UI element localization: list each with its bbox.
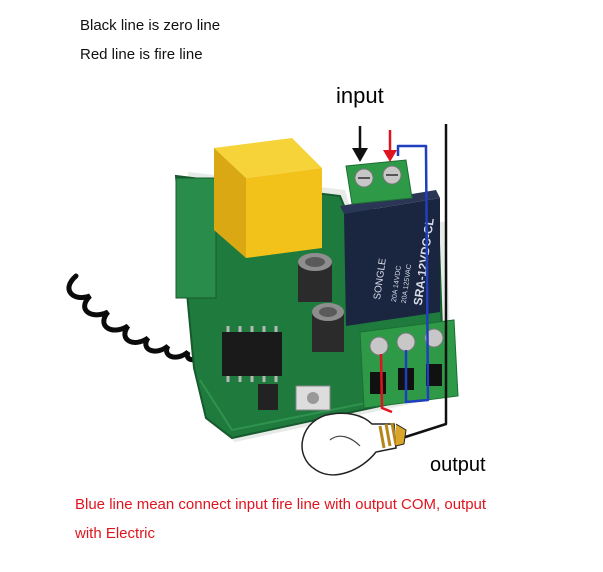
relay: SONGLE SRA-12VDC-CL 20A 14VDC 20A 125VAC [340, 190, 440, 326]
fire-line-arrow [383, 150, 397, 162]
button-knob [307, 392, 319, 404]
electrolytic-capacitor-1 [298, 253, 332, 302]
wires [352, 124, 448, 442]
input-terminal-block [345, 159, 413, 205]
light-bulb-icon [301, 412, 407, 476]
ic-chip [222, 332, 282, 376]
fire-line-output [379, 353, 393, 414]
output-terminal-block [359, 319, 459, 409]
transistor [258, 384, 278, 410]
note-red-line: Red line is fire line [80, 46, 203, 63]
output-label: output [430, 454, 486, 476]
com-link-wire [396, 144, 430, 404]
input-label: input [336, 83, 384, 108]
rf-module [175, 177, 217, 299]
electrolytic-capacitor-2 [312, 303, 344, 352]
note-black-line: Black line is zero line [80, 17, 221, 34]
zero-line-arrow [352, 148, 368, 162]
caption-line-1: Blue line mean connect input fire line w… [75, 496, 487, 513]
zero-line-wire [395, 124, 448, 442]
yellow-capacitor [214, 138, 322, 258]
caption-line-2: with Electric [75, 525, 156, 542]
